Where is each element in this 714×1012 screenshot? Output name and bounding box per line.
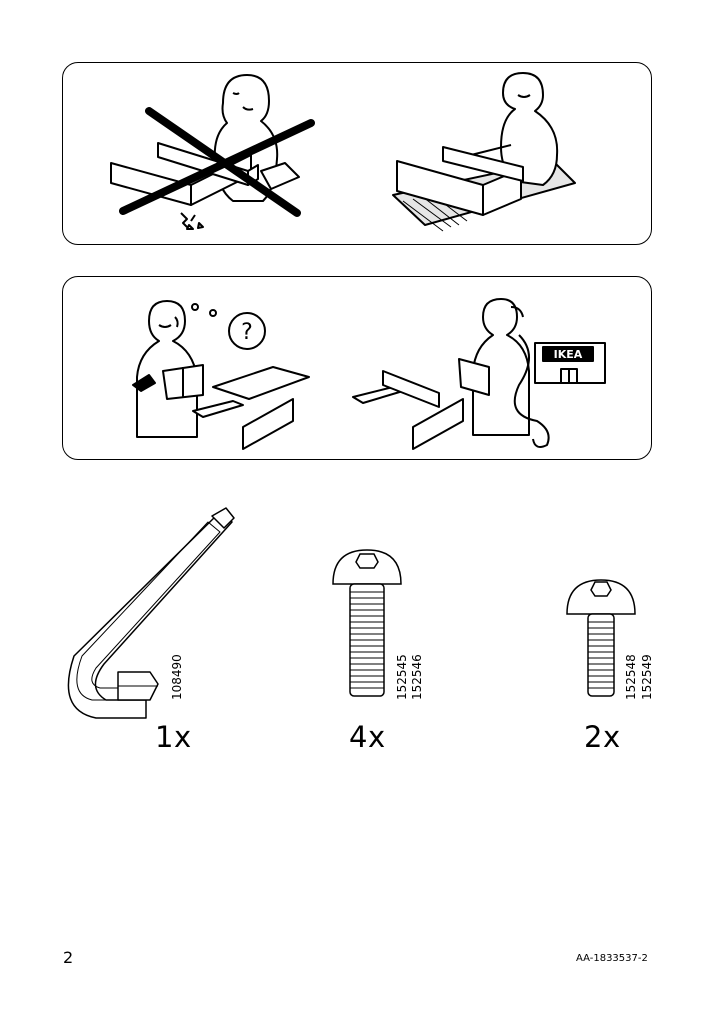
svg-text:?: ?: [241, 320, 253, 345]
page-number: 2: [63, 948, 74, 967]
surface-illustration: [110, 72, 576, 232]
confused-person-icon: ?: [132, 300, 310, 450]
help-panel: ? IKEA: [62, 276, 652, 460]
allen-key-code: 108490: [170, 654, 184, 700]
ikea-sign-text: IKEA: [554, 348, 583, 361]
long-screw-icon: [332, 549, 402, 697]
short-screw-quantity: 2x: [584, 720, 621, 754]
long-screw-quantity: 4x: [349, 720, 386, 754]
document-code: AA-1833537-2: [576, 953, 648, 964]
allen-key-icon: [67, 507, 235, 719]
phone-ikea-icon: IKEA: [352, 298, 606, 450]
help-illustration: ? IKEA: [132, 298, 606, 450]
correct-rug-icon: [392, 72, 576, 232]
allen-key-quantity: 1x: [155, 720, 192, 754]
short-screw-code-1: 152548: [624, 654, 638, 700]
wrong-hard-floor-icon: [110, 74, 315, 230]
long-screw-code-2: 152546: [410, 654, 424, 700]
short-screw-code-2: 152549: [640, 654, 654, 700]
long-screw-code-1: 152545: [395, 654, 409, 700]
assembly-surface-panel: [62, 62, 652, 245]
